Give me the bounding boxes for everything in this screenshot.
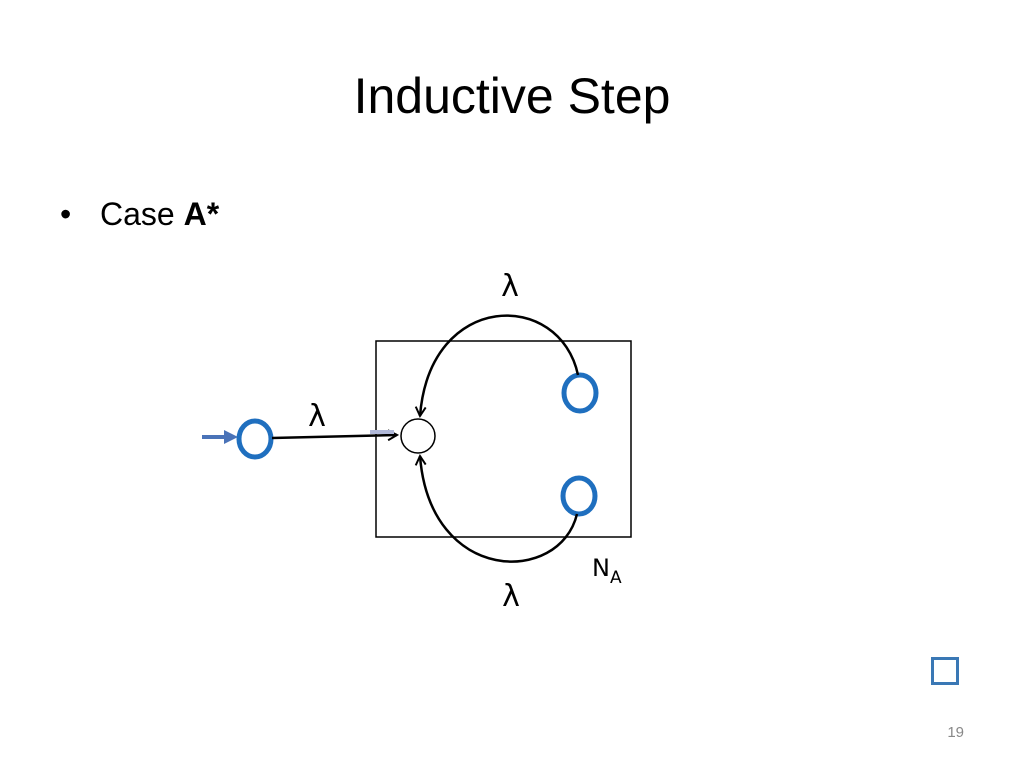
- na-label-subscript: A: [610, 568, 622, 588]
- new-initial-state: [400, 418, 436, 454]
- edge-label-lower: λ: [502, 579, 520, 614]
- transition-upper-to-initial: [420, 314, 580, 416]
- square-outline-icon: [931, 657, 959, 685]
- bullet-emphasis: A*: [183, 196, 220, 232]
- slide-title: Inductive Step: [353, 68, 671, 124]
- transition-lower-to-initial: [420, 456, 579, 563]
- transition-start-to-initial: [271, 435, 397, 438]
- accept-state-lower: [560, 475, 598, 517]
- na-box: [375, 340, 632, 538]
- na-label: NA: [592, 554, 622, 588]
- start-state: [236, 418, 274, 460]
- accept-state-upper: [561, 372, 599, 414]
- na-label-main: N: [592, 554, 610, 582]
- edge-label-upper: λ: [501, 269, 519, 304]
- start-arrow-head: [224, 430, 238, 444]
- edge-label-start: λ: [308, 399, 326, 434]
- bullet-text: Case: [100, 196, 184, 232]
- bullet-item: • Case A*: [60, 192, 219, 236]
- bullet-marker: •: [60, 196, 72, 232]
- page-number: 19: [947, 724, 964, 741]
